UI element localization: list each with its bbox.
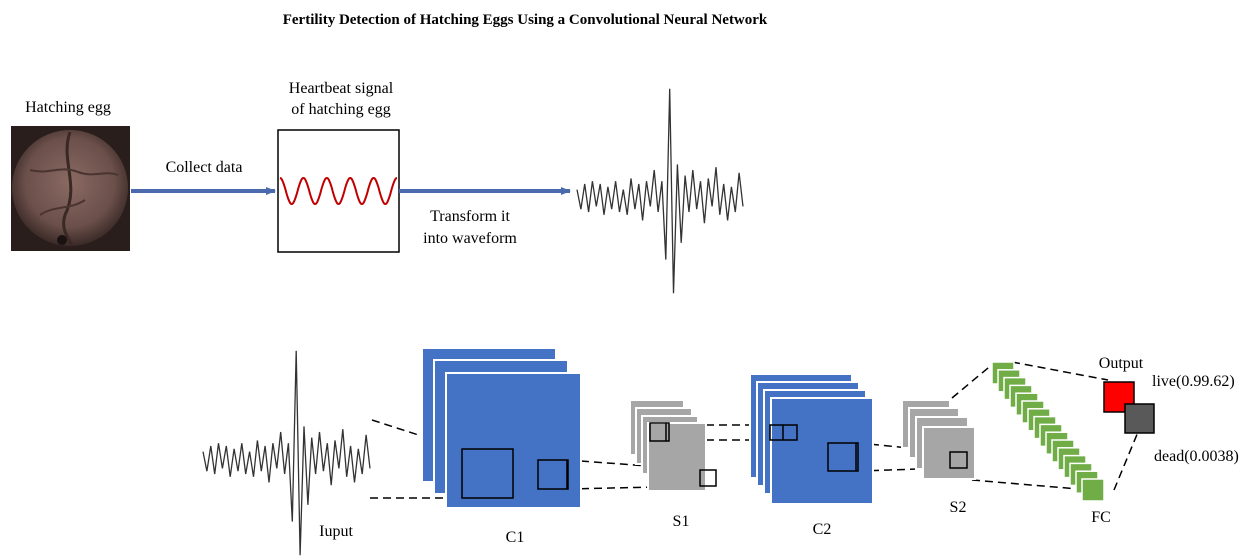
c2-layer <box>749 373 874 505</box>
hatching-egg-photo <box>11 126 130 251</box>
dead-probability-label: dead(0.0038) <box>1154 448 1239 465</box>
fc-neuron-card <box>1081 478 1105 502</box>
transform-label-line2: into waveform <box>423 230 517 247</box>
heartbeat-sine-wave <box>279 176 398 206</box>
live-probability-label: live(0.99.62) <box>1152 373 1235 390</box>
input-waveform <box>202 350 371 556</box>
output-label: Output <box>1099 355 1144 372</box>
c1-label: C1 <box>506 529 525 546</box>
s2-label: S2 <box>950 499 967 516</box>
input-label: Iuput <box>319 523 353 540</box>
signal-label-line1: Heartbeat signal <box>289 80 394 97</box>
s1-layer <box>629 399 717 492</box>
c1-layer <box>421 347 582 509</box>
c2-label: C2 <box>813 521 832 538</box>
output-dead-node <box>1124 403 1155 434</box>
heartbeat-signal-box <box>277 129 400 253</box>
fc-layer <box>991 361 1105 502</box>
transform-label-line1: Transform it <box>430 208 510 225</box>
fc-label: FC <box>1091 509 1111 526</box>
heartbeat-waveform <box>576 88 744 294</box>
s2-layer <box>901 399 976 480</box>
diagram-title: Fertility Detection of Hatching Eggs Usi… <box>283 12 768 28</box>
collect-label: Collect data <box>166 159 243 176</box>
s1-label: S1 <box>673 513 690 530</box>
signal-label-line2: of hatching egg <box>291 101 391 118</box>
egg-label: Hatching egg <box>25 99 111 116</box>
